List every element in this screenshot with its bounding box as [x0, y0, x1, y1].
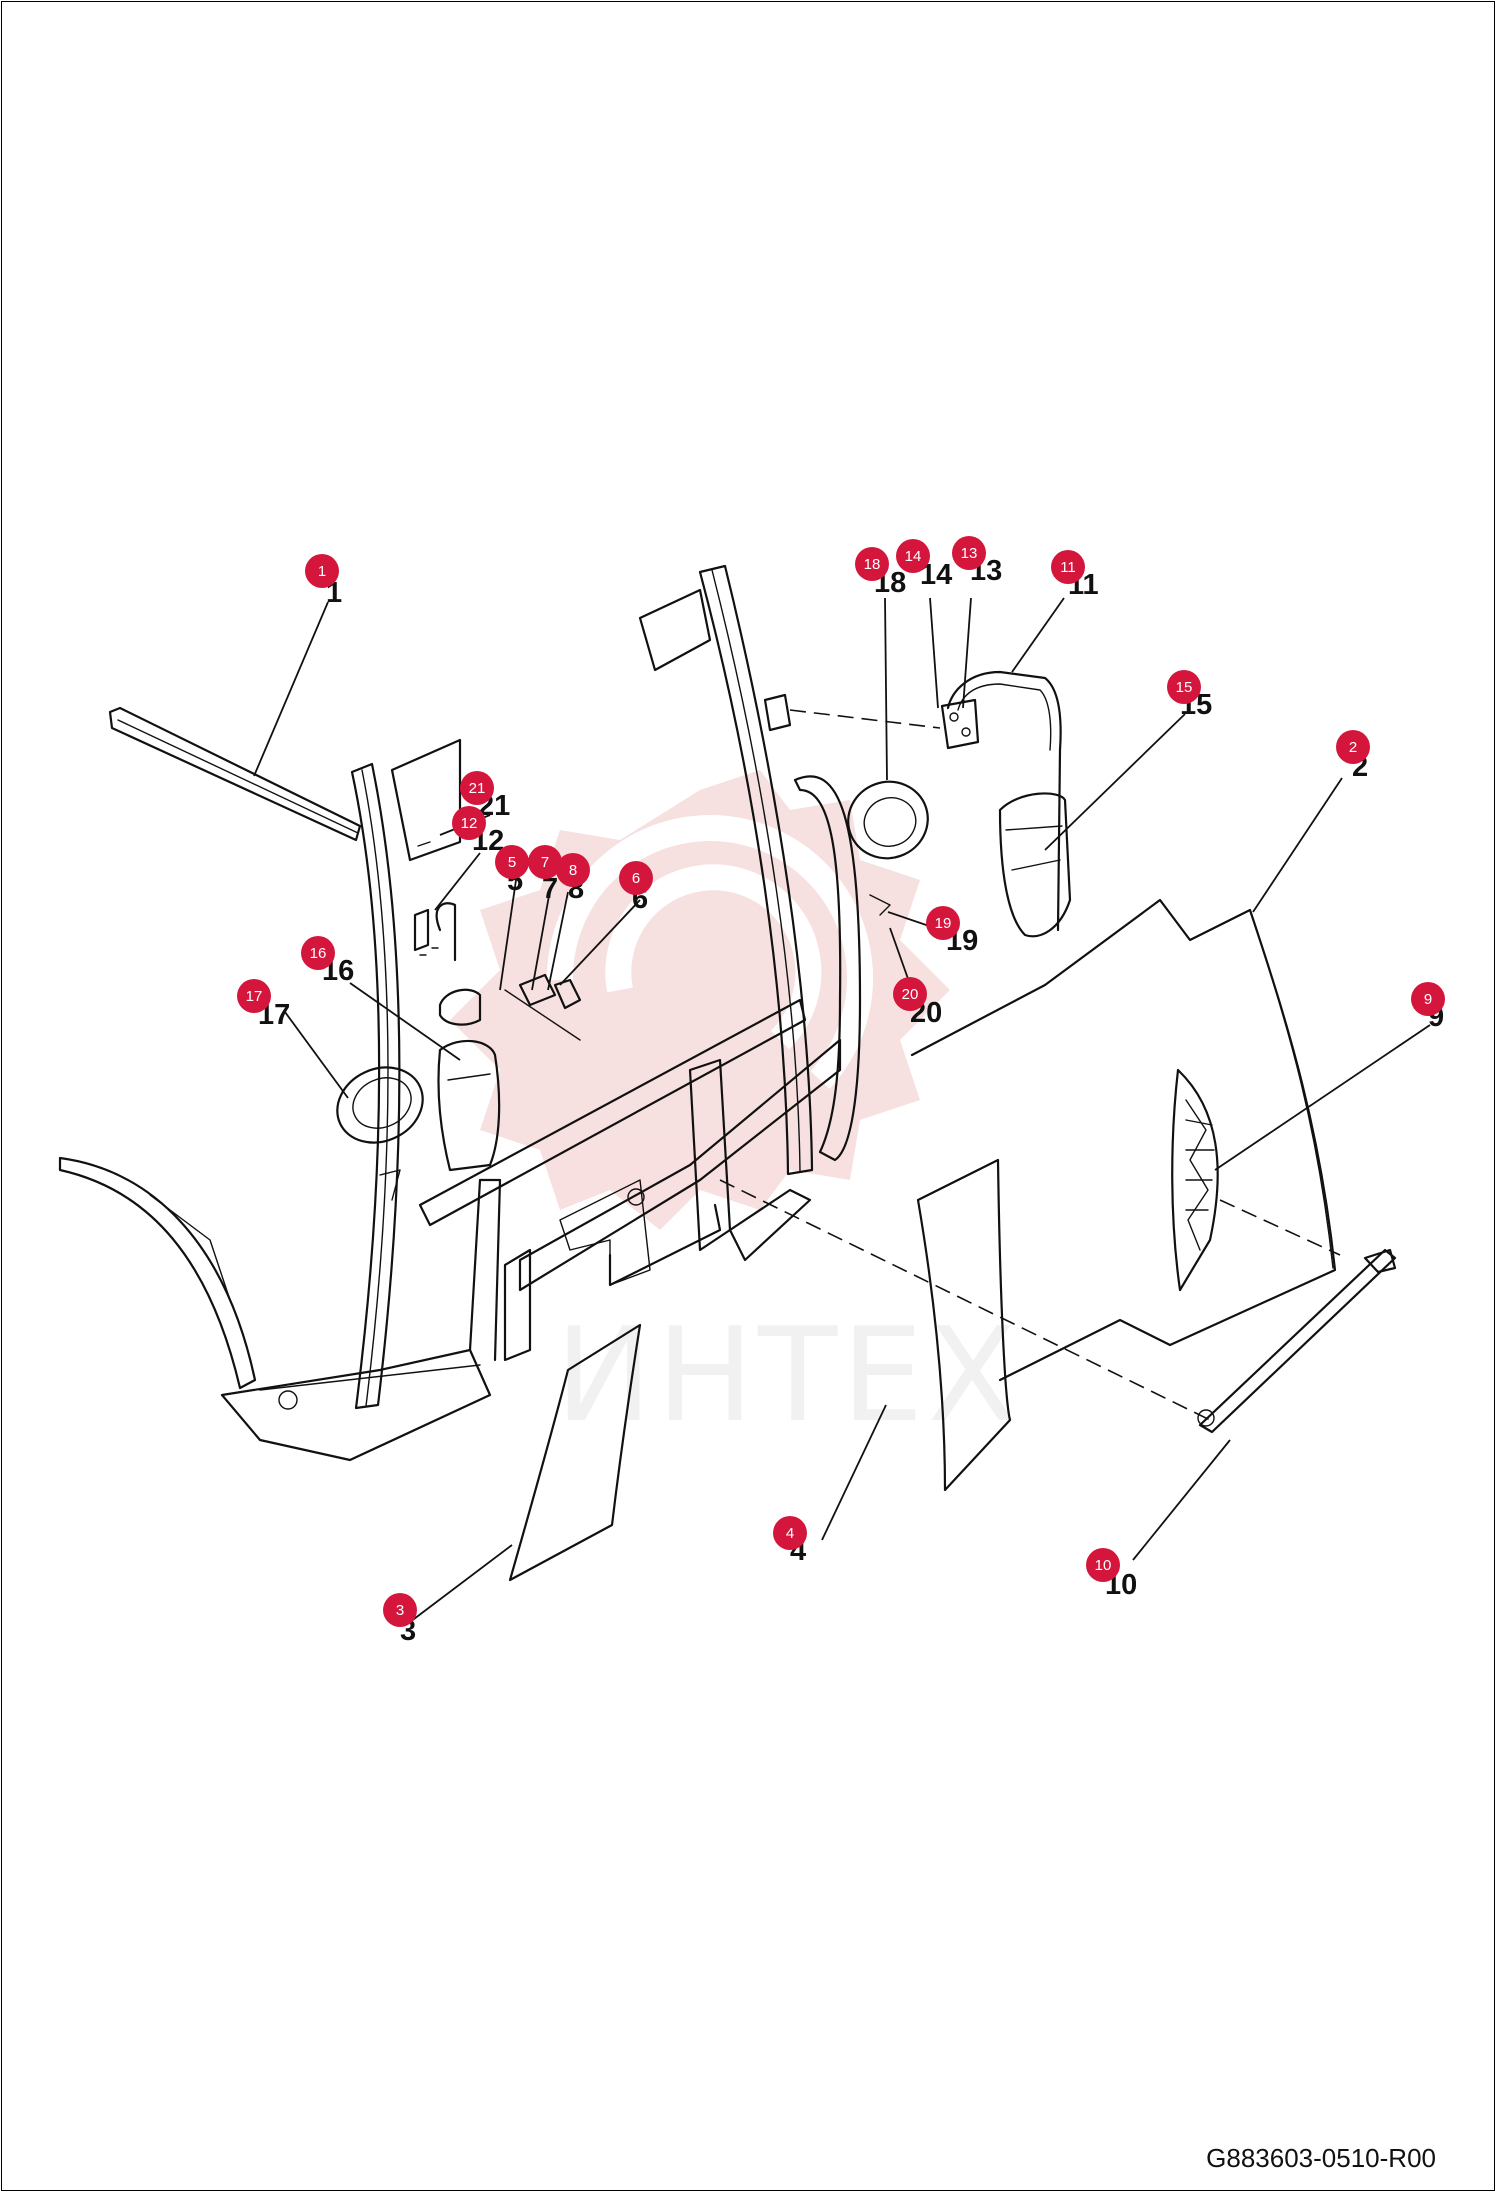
callout-numbers: 1 2 3 4 5 6 7 8 9 10 11 12 13 14 15 16 1…: [258, 555, 1444, 1647]
part-lower-right-glass: [916, 1158, 1012, 1492]
part-right-mirror: [998, 792, 1072, 938]
callout-badge-4: 4: [773, 1516, 807, 1550]
callout-badge-1: 1: [305, 554, 339, 588]
callout-badge-9: 9: [1411, 982, 1445, 1016]
assembly-lines: [719, 709, 1341, 1421]
part-left-lamp: [336, 1066, 424, 1201]
callout-badge-8: 8: [556, 853, 590, 887]
svg-text:3: 3: [396, 1602, 404, 1619]
callout-badge-17: 17: [237, 979, 271, 1013]
part-hardware-cluster: [413, 841, 582, 1041]
svg-text:7: 7: [541, 854, 549, 871]
svg-text:15: 15: [1176, 679, 1193, 696]
svg-text:12: 12: [461, 815, 478, 832]
callout-badge-14: 14: [896, 539, 930, 573]
svg-text:1: 1: [318, 563, 326, 580]
callout-number-7: 7: [542, 873, 558, 905]
callout-badge-12: 12: [452, 806, 486, 840]
part-right-lamp: [847, 780, 929, 916]
callout-badge-21: 21: [460, 771, 494, 805]
svg-text:21: 21: [469, 780, 486, 797]
svg-text:13: 13: [961, 545, 978, 562]
callout-badges: 1 2 3 4 5 6 7 8 9 10 11 12 13 14 15 16 1…: [237, 536, 1445, 1627]
svg-text:19: 19: [935, 915, 952, 932]
svg-text:16: 16: [310, 945, 327, 962]
svg-text:6: 6: [632, 870, 640, 887]
part-lower-left-glass: [508, 1323, 642, 1582]
svg-text:10: 10: [1095, 1557, 1112, 1574]
part-mirror-arm: [946, 670, 1062, 932]
svg-text:4: 4: [786, 1525, 794, 1542]
document-code: G883603-0510-R00: [1206, 2143, 1436, 2173]
part-rear-glass: [910, 898, 1337, 1382]
svg-text:18: 18: [864, 556, 881, 573]
svg-text:9: 9: [1424, 991, 1432, 1008]
svg-text:5: 5: [508, 854, 516, 871]
part-right-pillar: [638, 564, 862, 1262]
callout-badge-10: 10: [1086, 1548, 1120, 1582]
callout-badge-11: 11: [1051, 550, 1085, 584]
part-left-fender: [58, 1156, 257, 1390]
callout-badge-3: 3: [383, 1593, 417, 1627]
callout-badge-13: 13: [952, 536, 986, 570]
part-left-mirror: [437, 1039, 501, 1172]
callout-badge-2: 2: [1336, 730, 1370, 764]
callout-leaders: [253, 597, 1431, 1623]
svg-text:2: 2: [1349, 739, 1357, 756]
callout-badge-18: 18: [855, 547, 889, 581]
part-small-window: [1171, 1068, 1219, 1292]
svg-text:17: 17: [246, 988, 263, 1005]
callout-badge-15: 15: [1167, 670, 1201, 704]
svg-text:20: 20: [902, 986, 919, 1003]
callout-badge-19: 19: [926, 906, 960, 940]
callout-badge-16: 16: [301, 936, 335, 970]
svg-text:11: 11: [1060, 559, 1076, 576]
svg-text:14: 14: [905, 548, 922, 565]
callout-badge-5: 5: [495, 845, 529, 879]
part-wiper-arm: [1197, 1248, 1397, 1434]
callout-badge-20: 20: [893, 977, 927, 1011]
callout-badge-6: 6: [619, 861, 653, 895]
svg-text:8: 8: [569, 862, 577, 879]
callout-badge-7: 7: [528, 845, 562, 879]
part-cab-frame: [220, 738, 842, 1462]
part-roof-bar: [108, 706, 362, 842]
